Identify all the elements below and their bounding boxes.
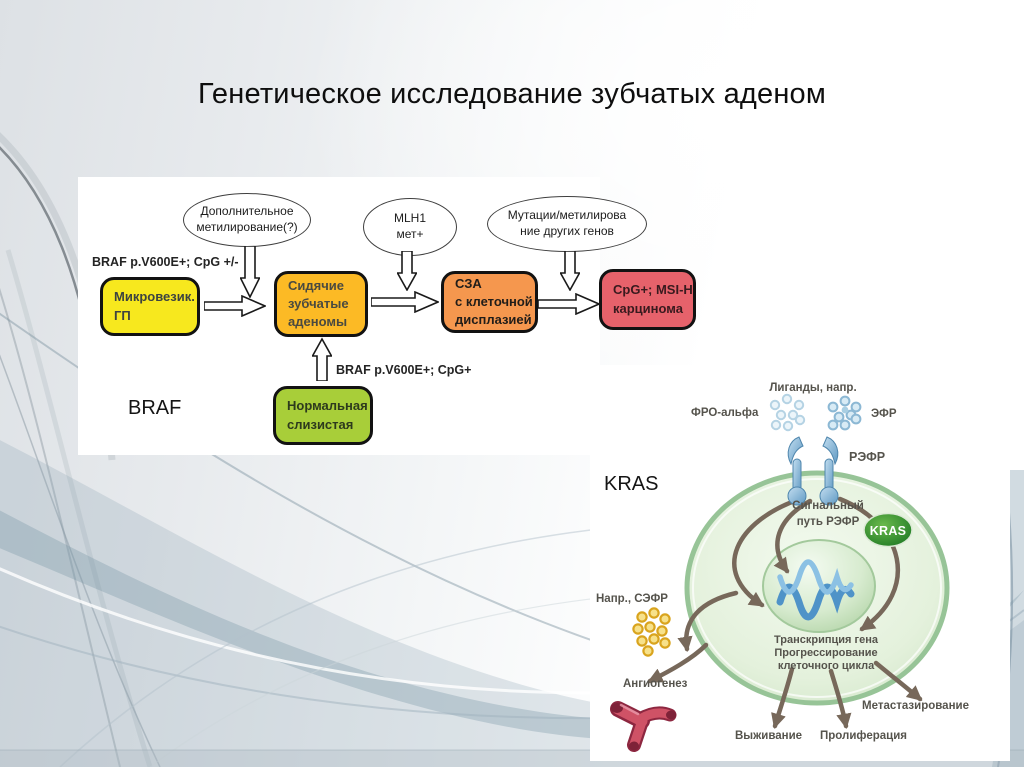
pathway-arrows [647, 496, 923, 730]
label-signal-path: Сигнальный путь РЭФР [785, 499, 871, 530]
box-line: ГП [114, 307, 131, 323]
vegf-dots [632, 607, 671, 657]
ligand-dots-right [827, 395, 862, 431]
label-ligands: Лиганды, напр. [769, 382, 857, 394]
ellipse-line: метилирование(?) [196, 220, 298, 234]
box-line: дисплазией [455, 312, 532, 328]
ellipse-additional-methylation: Дополнительное метилирование(?) [183, 193, 311, 247]
blood-vessel-icon [610, 701, 677, 752]
box-line: карцинома [613, 300, 683, 316]
label-survival: Выживание [735, 730, 803, 742]
annotation-braf-cpg-top: BRAF p.V600E+; CpG +/- [92, 255, 239, 269]
label-kras-gene: KRAS [604, 473, 659, 495]
box-ssa-with-dysplasia: СЗА с клеточной дисплазией [441, 271, 538, 333]
ellipse-line: Мутации/метилирова [507, 208, 627, 223]
kras-badge [863, 512, 913, 548]
flow-arrow-right-2 [371, 291, 439, 313]
flow-arrow-down-1 [240, 246, 260, 298]
flow-arrow-up [312, 337, 332, 381]
dna-icon [776, 559, 855, 621]
box-cpg-msih-carcinoma: CpG+; MSI-H карцинома [599, 269, 696, 330]
label-metastasis: Метастазирование [862, 700, 969, 712]
label-line: путь РЭФР [796, 515, 860, 528]
box-sessile-serrated-adenomas: Сидячие зубчатые аденомы [274, 271, 368, 337]
ellipse-line: мет+ [396, 227, 424, 241]
kras-badge-label: KRAS [869, 523, 907, 538]
box-line: Нормальная [287, 397, 368, 413]
label-braf-gene: BRAF [128, 397, 182, 419]
ellipse-mlh1-methylation: MLH1 мет+ [363, 198, 457, 256]
flow-arrow-down-2 [397, 251, 417, 291]
ellipse-line: MLH1 [393, 211, 426, 226]
box-line: Микровезик. [114, 288, 195, 304]
annotation-braf-cpg-bottom: BRAF p.V600E+; CpG+ [336, 363, 472, 377]
label-tgf-alpha: ФРО-альфа [691, 407, 759, 419]
ellipse-other-genes: Мутации/метилирова ние других генов [487, 196, 647, 252]
box-line: с клеточной [455, 293, 533, 309]
label-line: Транскрипция гена [774, 634, 878, 646]
label-line: клеточного цикла [777, 659, 875, 672]
box-line: аденомы [288, 314, 348, 330]
ellipse-line: Дополнительное [200, 204, 294, 219]
label-transcription: Транскрипция гена Прогрессирование клето… [763, 634, 889, 673]
flow-arrow-down-3 [560, 251, 580, 291]
label-egfr: РЭФР [849, 450, 886, 464]
label-angiogenesis: Ангиогенез [623, 678, 688, 690]
box-line: CpG+; MSI-H [613, 281, 693, 297]
ligand-dots-left [769, 393, 806, 432]
label-line: Сигнальный [792, 500, 864, 512]
flow-arrow-right-3 [538, 293, 600, 315]
box-line: СЗА [455, 275, 482, 291]
label-line: Прогрессирование [774, 646, 878, 659]
label-egf: ЭФР [871, 408, 897, 420]
label-proliferation: Пролиферация [820, 730, 907, 742]
box-line: слизистая [287, 416, 354, 432]
box-line: Сидячие [288, 277, 344, 293]
label-vegf: Напр., СЭФР [596, 593, 668, 605]
box-normal-mucosa: Нормальная слизистая [273, 386, 373, 445]
kras-pathway-drawing [610, 393, 950, 752]
flow-arrow-right-1 [204, 295, 266, 317]
box-microvesicular-hp: Микровезик. ГП [100, 277, 200, 336]
box-line: зубчатые [288, 295, 349, 311]
ellipse-line: ние других генов [520, 224, 614, 238]
slide-title: Генетическое исследование зубчатых адено… [197, 78, 827, 110]
egfr-receptor-icon [787, 436, 839, 506]
